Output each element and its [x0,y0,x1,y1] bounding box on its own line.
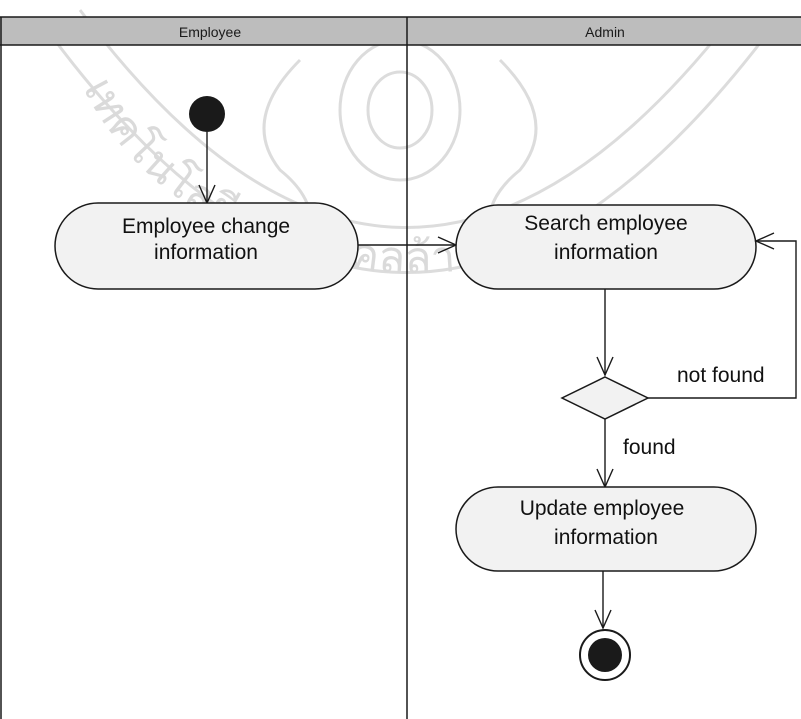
action-employee-change-information[interactable]: Employee change information [54,202,359,290]
action-search-employee-information[interactable]: Search employee information [455,204,757,290]
swimlane-header-bar [0,17,801,45]
action-update-employee-line1: Update employee [520,497,685,520]
final-node[interactable] [579,629,631,681]
flow-decision-found [596,419,614,489]
action-employee-change-line2: information [154,241,258,264]
flow-search-to-decision [596,289,614,377]
lane-title-employee: Employee [179,24,241,40]
guard-found: found [623,436,676,459]
flow-decision-not-found-loop [648,232,797,399]
action-search-employee-line2: information [554,241,658,264]
decision-node[interactable] [560,376,650,420]
action-search-employee-line1: Search employee [524,212,687,235]
action-update-employee-line2: information [554,526,658,549]
flow-update-to-final [594,571,612,630]
initial-node[interactable] [189,96,225,132]
lane-title-admin: Admin [585,24,625,40]
action-employee-change-line1: Employee change [122,215,290,238]
action-update-employee-information[interactable]: Update employee information [455,486,757,572]
guard-not-found: not found [677,364,765,387]
